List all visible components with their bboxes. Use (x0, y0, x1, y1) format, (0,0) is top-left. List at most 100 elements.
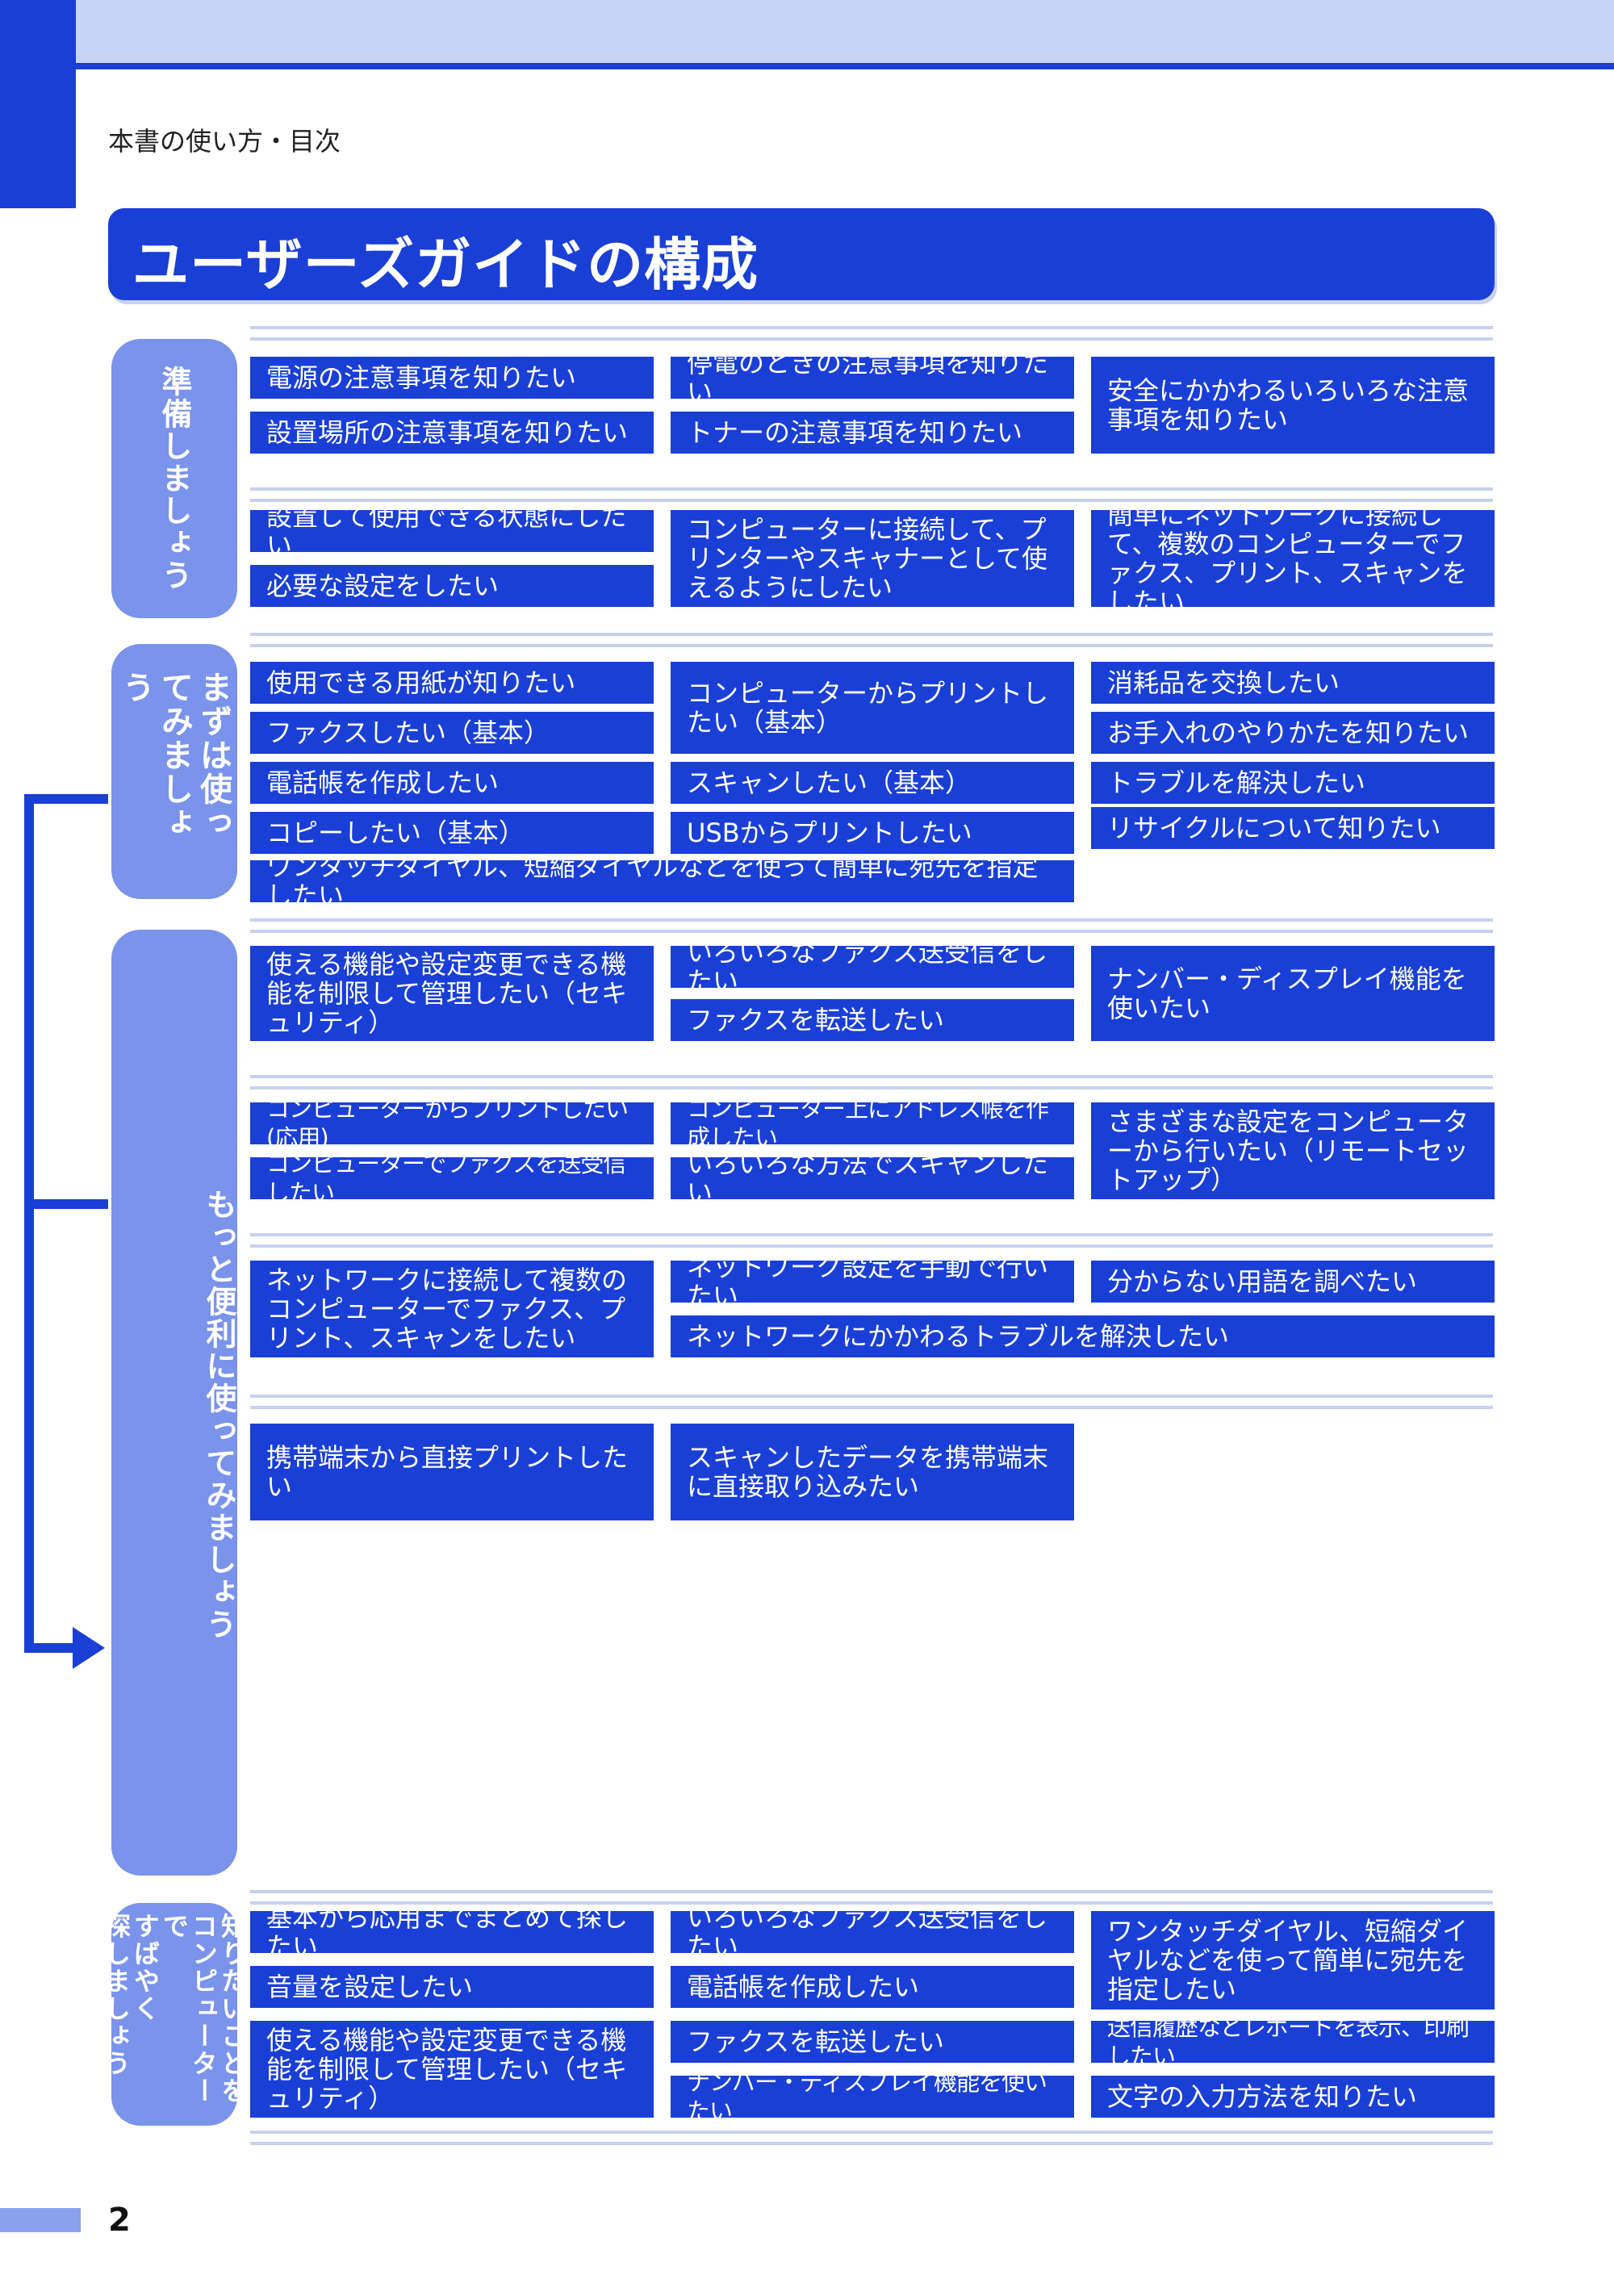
topic-label: 設置して使用できる状態にしたい (266, 510, 627, 552)
topic-label: リサイクルについて知りたい (1107, 813, 1441, 843)
page-title-bar: ユーザーズガイドの構成 (108, 208, 1495, 300)
topic-label: いろいろなファクス送受信をしたい (687, 946, 1048, 988)
topic-link[interactable]: ワンタッチダイヤル、短縮ダイヤルなどを使って簡単に宛先を指定したい (1091, 1911, 1495, 2010)
topic-link[interactable]: 送信履歴などレポートを表示、印刷したい (1091, 2021, 1495, 2063)
topic-link[interactable]: 使用できる用紙が知りたい (250, 662, 654, 704)
topic-link[interactable]: 設置場所の注意事項を知りたい (250, 412, 654, 454)
topic-link[interactable]: コンピューターに接続して、プリンターやスキャナーとして使えるようにしたい (671, 510, 1074, 607)
topic-label: 必要な設定をしたい (266, 571, 500, 601)
topic-link[interactable]: USBからプリントしたい (671, 812, 1074, 854)
topic-label: 設置場所の注意事項を知りたい (266, 417, 629, 448)
topic-link[interactable]: ネットワーク設定を手動で行いたい (671, 1261, 1074, 1303)
section-label-line: コンピューターで (159, 1913, 219, 2105)
topic-label: 消耗品を交換したい (1107, 667, 1340, 698)
rule (250, 633, 1493, 636)
topic-link[interactable]: コンピューター上にアドレス帳を作成したい (671, 1102, 1074, 1144)
topic-label: トラブルを解決したい (1107, 767, 1366, 798)
topic-link[interactable]: 電話帳を作成したい (250, 762, 654, 804)
bracket-bottom (24, 1643, 82, 1653)
section-label-text: まずは使ってみましょう (117, 671, 232, 840)
section-label-text: もっと便利に使ってみましょう (201, 1189, 236, 1641)
topic-label: 安全にかかわるいろいろな注意事項を知りたい (1107, 375, 1470, 435)
rule (250, 1244, 1493, 1248)
topic-link[interactable]: リサイクルについて知りたい (1091, 807, 1495, 849)
section-label-search: 知りたいことを コンピューターで すばやく 探しましょう (101, 1903, 248, 2126)
rule (250, 2142, 1493, 2145)
topic-label: ワンタッチダイヤル、短縮ダイヤルなどを使って簡単に宛先を指定したい (266, 860, 1039, 902)
topic-label: 簡単にネットワークに接続して、複数のコンピューターでファクス、プリント、スキャン… (1107, 510, 1468, 607)
topic-link[interactable]: トラブルを解決したい (1091, 762, 1495, 804)
topic-label: 使用できる用紙が知りたい (266, 667, 576, 698)
topic-label: コンピューターでファクスを送受信したい (266, 1157, 626, 1199)
arrow-right-icon (73, 1627, 105, 1669)
topic-link[interactable]: 停電のときの注意事項を知りたい (671, 357, 1074, 399)
rule (250, 1075, 1493, 1078)
section-label-line: すばやく (130, 1913, 161, 2022)
topic-link[interactable]: 音量を設定したい (250, 1966, 654, 2008)
topic-link[interactable]: 安全にかかわるいろいろな注意事項を知りたい (1091, 357, 1495, 454)
topic-link[interactable]: ナンバー・ディスプレイ機能を使いたい (1091, 946, 1495, 1041)
topic-link[interactable]: ファクスを転送したい (671, 999, 1074, 1041)
topic-label: お手入れのやりかたを知りたい (1107, 717, 1470, 748)
topic-link[interactable]: 消耗品を交換したい (1091, 662, 1495, 704)
topic-label: さまざまな設定をコンピューターから行いたい（リモートセットアップ） (1107, 1106, 1470, 1195)
topic-label: スキャンしたデータを携帯端末に直接取り込みたい (687, 1442, 1049, 1502)
topic-link[interactable]: 電話帳を作成したい (671, 1966, 1074, 2008)
rule (250, 499, 1493, 502)
topic-link[interactable]: コピーしたい（基本） (250, 812, 654, 854)
topic-link[interactable]: いろいろなファクス送受信をしたい (671, 1911, 1074, 1953)
topic-link[interactable]: スキャンしたい（基本） (671, 762, 1074, 804)
topic-link[interactable]: ファクスを転送したい (671, 2021, 1074, 2063)
topic-label: ファクスしたい（基本） (266, 717, 550, 748)
topic-link[interactable]: 電源の注意事項を知りたい (250, 357, 654, 399)
page-title: ユーザーズガイドの構成 (132, 232, 759, 298)
rule (250, 337, 1493, 341)
topic-link[interactable]: いろいろなファクス送受信をしたい (671, 946, 1074, 988)
topic-link[interactable]: さまざまな設定をコンピューターから行いたい（リモートセットアップ） (1091, 1102, 1495, 1199)
bracket-vertical (24, 794, 34, 1653)
topic-link[interactable]: いろいろな方法でスキャンしたい (671, 1157, 1074, 1199)
bracket-middle (24, 1199, 108, 1209)
topic-label: 携帯端末から直接プリントしたい (266, 1442, 629, 1502)
topic-label: ワンタッチダイヤル、短縮ダイヤルなどを使って簡単に宛先を指定したい (1107, 1916, 1469, 2005)
topic-link[interactable]: 文字の入力方法を知りたい (1091, 2076, 1495, 2118)
topic-link[interactable]: ネットワークにかかわるトラブルを解決したい (671, 1315, 1495, 1357)
rule (250, 1395, 1493, 1398)
topic-link[interactable]: 基本から応用までまとめて探したい (250, 1911, 654, 1953)
topic-link[interactable]: ファクスしたい（基本） (250, 712, 654, 754)
topic-label: 音量を設定したい (266, 1972, 474, 2002)
rule (250, 930, 1493, 933)
chapter-tab (0, 0, 76, 208)
topic-label: USBからプリントしたい (687, 818, 972, 848)
topic-label: ネットワークにかかわるトラブルを解決したい (687, 1321, 1230, 1352)
topic-link[interactable]: 使える機能や設定変更できる機能を制限して管理したい（セキュリティ） (250, 946, 654, 1041)
topic-link[interactable]: 携帯端末から直接プリントしたい (250, 1424, 654, 1520)
topic-link[interactable]: 設置して使用できる状態にしたい (250, 510, 654, 552)
topic-link[interactable]: コンピューターでファクスを送受信したい (250, 1157, 654, 1199)
topic-link[interactable]: ワンタッチダイヤル、短縮ダイヤルなどを使って簡単に宛先を指定したい (250, 860, 1074, 902)
rule (250, 1890, 1493, 1893)
rule (250, 1233, 1493, 1236)
top-band (0, 0, 1614, 67)
rule (250, 2131, 1493, 2134)
rule (250, 918, 1493, 922)
rule (250, 1086, 1493, 1089)
topic-link[interactable]: コンピューターからプリントしたい(応用) (250, 1102, 654, 1144)
topic-label: 送信履歴などレポートを表示、印刷したい (1107, 2021, 1470, 2063)
rule (250, 1406, 1493, 1409)
topic-link[interactable]: 使える機能や設定変更できる機能を制限して管理したい（セキュリティ） (250, 2021, 654, 2118)
topic-link[interactable]: お手入れのやりかたを知りたい (1091, 712, 1495, 754)
topic-link[interactable]: 必要な設定をしたい (250, 565, 654, 607)
topic-label: 分からない用語を調べたい (1107, 1266, 1418, 1297)
topic-link[interactable]: スキャンしたデータを携帯端末に直接取り込みたい (671, 1424, 1074, 1520)
topic-link[interactable]: ナンバー・ディスプレイ機能を使いたい (671, 2076, 1074, 2118)
topic-link[interactable]: コンピューターからプリントしたい（基本） (671, 662, 1074, 754)
topic-link[interactable]: 分からない用語を調べたい (1091, 1261, 1495, 1303)
topic-link[interactable]: 簡単にネットワークに接続して、複数のコンピューターでファクス、プリント、スキャン… (1091, 510, 1495, 607)
top-rule (0, 63, 1614, 69)
section-label-advanced: もっと便利に使ってみましょう (111, 930, 237, 1876)
topic-link[interactable]: ネットワークに接続して複数のコンピューターでファクス、プリント、スキャンをしたい (250, 1261, 654, 1357)
topic-label: 文字の入力方法を知りたい (1107, 2081, 1418, 2112)
topic-label: 電話帳を作成したい (687, 1972, 920, 2002)
topic-link[interactable]: トナーの注意事項を知りたい (671, 412, 1074, 454)
